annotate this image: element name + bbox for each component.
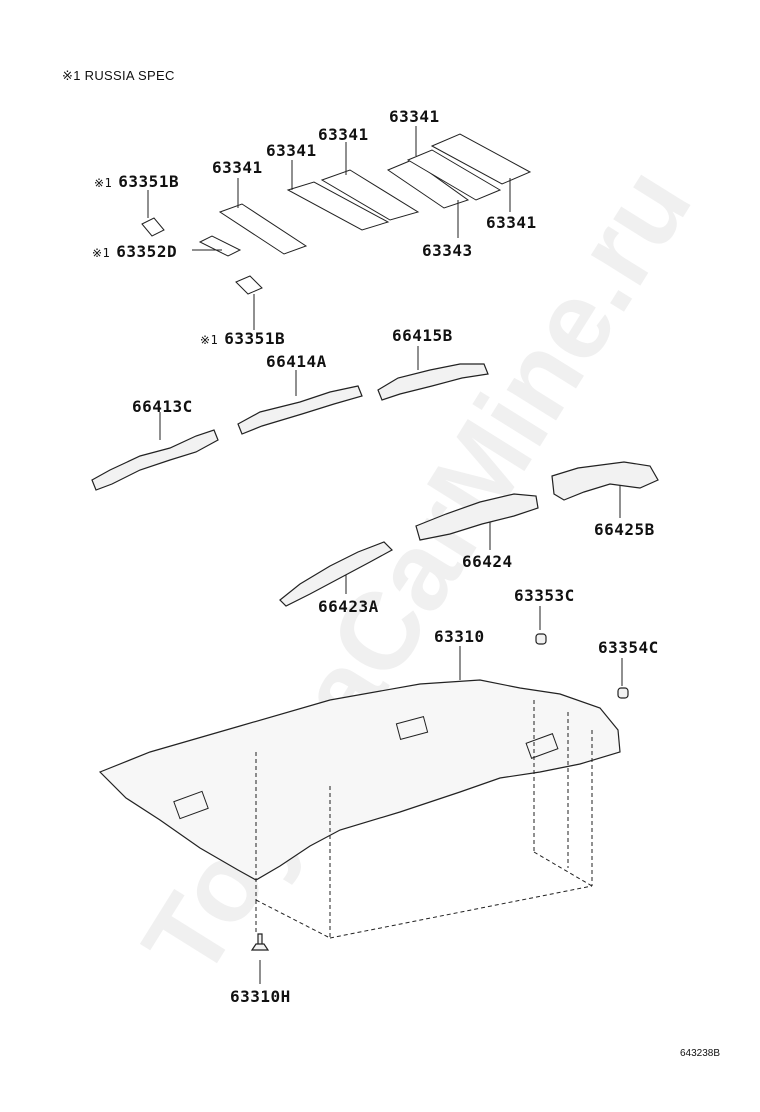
- screw-63310h: [250, 933, 270, 951]
- label-63353c[interactable]: 63353C: [514, 586, 575, 605]
- label-63341-mid[interactable]: 63341: [318, 125, 369, 144]
- bracket-66425b: [551, 461, 659, 501]
- label-63310h[interactable]: 63310H: [230, 987, 291, 1006]
- bracket-66423a: [279, 541, 393, 607]
- label-63351b-bottom[interactable]: ※1 63351B: [200, 329, 285, 348]
- clips: [250, 633, 629, 951]
- bracket-66424: [415, 493, 539, 541]
- label-63351b-bottom-mark: ※1: [200, 333, 219, 347]
- label-63352d-text: 63352D: [116, 242, 178, 261]
- headliner-opening-b: [395, 716, 429, 740]
- pad-63341-mid-left: [286, 181, 390, 231]
- spec-note: ※1 RUSSIA SPEC: [62, 68, 175, 84]
- label-63351b-top[interactable]: ※1 63351B: [94, 172, 179, 191]
- brackets: [91, 363, 659, 607]
- label-66415b[interactable]: 66415B: [392, 326, 453, 345]
- headliner-63310: [98, 679, 621, 881]
- label-63310[interactable]: 63310: [434, 627, 485, 646]
- diagram-code: 643238B: [679, 1048, 720, 1059]
- headliner-opening-a: [173, 790, 209, 820]
- label-66413c[interactable]: 66413C: [132, 397, 193, 416]
- label-63352d-mark: ※1: [92, 246, 111, 260]
- pad-63341-mid: [320, 169, 420, 221]
- label-63352d[interactable]: ※1 63352D: [92, 242, 177, 261]
- headliner-opening-c: [525, 733, 559, 759]
- pad-63343: [406, 149, 502, 201]
- bracket-66414a: [237, 385, 363, 435]
- leader-lines: [147, 126, 623, 984]
- label-63351b-top-mark: ※1: [94, 176, 113, 190]
- label-66423a[interactable]: 66423A: [318, 597, 379, 616]
- insulation-pads: [141, 133, 532, 295]
- label-63351b-bottom-text: 63351B: [224, 329, 286, 348]
- label-63341-right-a[interactable]: 63341: [389, 107, 440, 126]
- label-63354c[interactable]: 63354C: [598, 638, 659, 657]
- spec-note-mark: ※1: [62, 68, 81, 83]
- label-63341-right-b[interactable]: 63341: [486, 213, 537, 232]
- projection-lines: [255, 700, 593, 939]
- headliner-body: [98, 679, 621, 881]
- pad-63351b-top: [141, 217, 165, 237]
- spec-note-text: RUSSIA SPEC: [84, 68, 175, 83]
- bracket-66415b: [377, 363, 489, 401]
- label-66425b[interactable]: 66425B: [594, 520, 655, 539]
- clip-63353c: [535, 633, 547, 645]
- pad-63341-right-b: [430, 133, 532, 185]
- pad-63341-right-a: [386, 159, 470, 209]
- clip-63354c: [617, 687, 629, 699]
- pad-63352d: [198, 235, 242, 257]
- label-63341-left[interactable]: 63341: [212, 158, 263, 177]
- label-66414a[interactable]: 66414A: [266, 352, 327, 371]
- pad-63351b-bottom: [235, 275, 263, 295]
- label-63343[interactable]: 63343: [422, 241, 473, 260]
- label-63351b-top-text: 63351B: [118, 172, 180, 191]
- pad-63341-left: [218, 203, 308, 255]
- label-63341-mid-left[interactable]: 63341: [266, 141, 317, 160]
- label-66424[interactable]: 66424: [462, 552, 513, 571]
- bracket-66413c: [91, 429, 219, 491]
